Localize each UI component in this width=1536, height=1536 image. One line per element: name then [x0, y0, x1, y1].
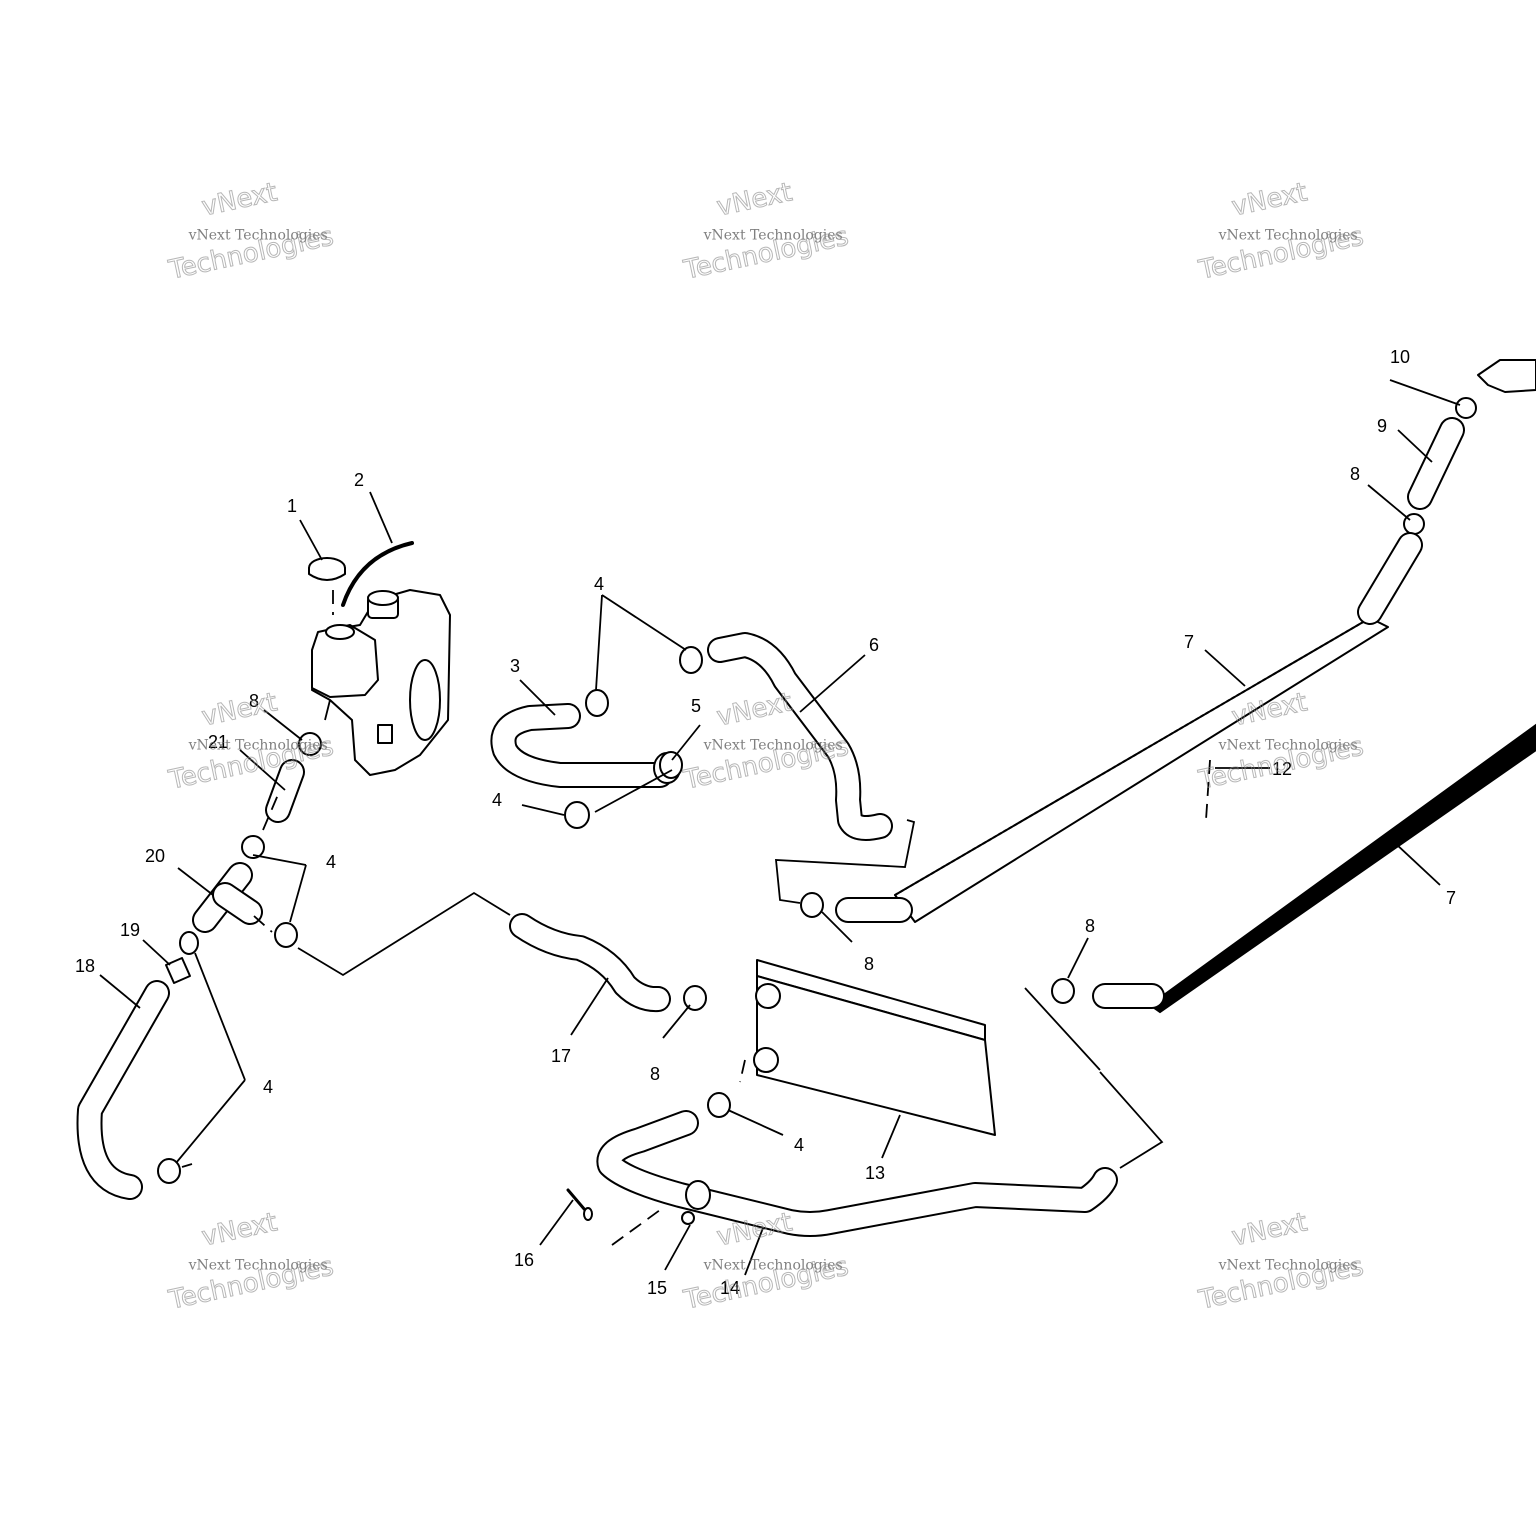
svg-text:vNext Technologies: vNext Technologies: [188, 227, 328, 243]
tee-fitting-20: [192, 862, 263, 933]
callout-8: 8: [1350, 464, 1360, 484]
svg-text:vNext: vNext: [199, 177, 280, 222]
callout-4: 4: [492, 790, 502, 810]
watermark-top-left: vNext vNext Technologies Technologies: [165, 177, 337, 287]
callout-4: 4: [263, 1077, 273, 1097]
callout-21: 21: [208, 732, 228, 752]
callout-9: 9: [1377, 416, 1387, 436]
callout-20: 20: [145, 846, 165, 866]
svg-text:vNext: vNext: [1229, 177, 1310, 222]
reservoir-cap: [308, 557, 346, 581]
watermark-bottom-right: vNext vNext Technologies Technologies: [1195, 1207, 1367, 1317]
callout-4: 4: [794, 1135, 804, 1155]
hose-14: [596, 1110, 1118, 1237]
reservoir-strap: [341, 541, 414, 607]
svg-text:vNext Technologies: vNext Technologies: [188, 737, 328, 753]
watermark-middle-left: vNext vNext Technologies Technologies: [165, 687, 337, 797]
hose-21: [265, 759, 305, 823]
hose-coupler: [298, 513, 1425, 1011]
svg-text:vNext Technologies: vNext Technologies: [1218, 737, 1358, 753]
svg-text:vNext Technologies: vNext Technologies: [703, 227, 843, 243]
hose-clamp-15: [681, 1180, 711, 1225]
svg-text:vNext: vNext: [199, 1207, 280, 1252]
callout-18: 18: [75, 956, 95, 976]
fitting-10: [1455, 359, 1536, 419]
callout-1: 1: [287, 496, 297, 516]
assembly-lines: [181, 590, 1211, 1246]
callout-12: 12: [1272, 759, 1292, 779]
watermark-top-center: vNext vNext Technologies Technologies: [680, 177, 852, 287]
callout-17: 17: [551, 1046, 571, 1066]
callout-2: 2: [354, 470, 364, 490]
svg-text:vNext Technologies: vNext Technologies: [188, 1257, 328, 1273]
svg-text:vNext: vNext: [199, 687, 280, 732]
callout-4: 4: [326, 852, 336, 872]
hose-6: [707, 632, 893, 841]
callout-7: 7: [1184, 632, 1194, 652]
svg-text:vNext Technologies: vNext Technologies: [1218, 227, 1358, 243]
callout-10: 10: [1390, 347, 1410, 367]
watermark-bottom-left: vNext vNext Technologies Technologies: [165, 1207, 337, 1317]
svg-text:vNext: vNext: [714, 687, 795, 732]
hose-9: [1407, 417, 1465, 510]
svg-text:vNext Technologies: vNext Technologies: [1218, 1257, 1358, 1273]
callout-15: 15: [647, 1278, 667, 1298]
callout-labels: 1 2 4 3 6 5 4 8 21 4 20 19 18 4 17 8 8 4…: [75, 347, 1456, 1298]
hose-clamp: [157, 646, 731, 1184]
watermark-top-right: vNext vNext Technologies Technologies: [1195, 177, 1367, 287]
callout-13: 13: [865, 1163, 885, 1183]
spring-19: [165, 957, 191, 984]
leader-lines: [99, 379, 1461, 1276]
heat-exchanger-rail-upper: [835, 532, 1423, 923]
callout-8: 8: [249, 691, 259, 711]
callout-5: 5: [691, 696, 701, 716]
callout-4: 4: [594, 574, 604, 594]
callout-3: 3: [510, 656, 520, 676]
rivet-16: [566, 1188, 593, 1221]
heat-exchanger-rail-lower: [1092, 723, 1536, 1014]
hose-18: [76, 980, 170, 1200]
callout-7: 7: [1446, 888, 1456, 908]
callout-14: 14: [720, 1278, 740, 1298]
callout-8: 8: [650, 1064, 660, 1084]
callout-8: 8: [1085, 916, 1095, 936]
callout-16: 16: [514, 1250, 534, 1270]
svg-text:vNext: vNext: [714, 177, 795, 222]
callout-8: 8: [864, 954, 874, 974]
svg-text:vNext Technologies: vNext Technologies: [703, 1257, 843, 1273]
hose-3: [490, 703, 673, 788]
callout-19: 19: [120, 920, 140, 940]
callout-6: 6: [869, 635, 879, 655]
heat-exchanger-13: [753, 959, 996, 1136]
svg-text:vNext: vNext: [1229, 1207, 1310, 1252]
hose-17: [509, 913, 671, 1013]
svg-text:vNext Technologies: vNext Technologies: [703, 737, 843, 753]
coolant-reservoir: [311, 589, 451, 776]
